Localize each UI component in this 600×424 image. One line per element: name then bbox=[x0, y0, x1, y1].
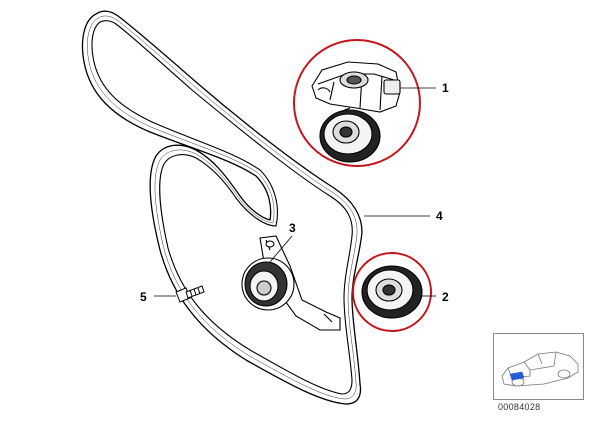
leader-lines bbox=[154, 87, 436, 297]
highlight-circle-part-2 bbox=[352, 252, 432, 332]
callout-1: 1 bbox=[442, 81, 449, 95]
idler-pulley-bracket bbox=[241, 235, 341, 331]
vehicle-thumbnail bbox=[493, 333, 584, 400]
car-thumbnail-icon bbox=[501, 351, 579, 387]
callout-2: 2 bbox=[442, 290, 449, 304]
callout-4: 4 bbox=[436, 209, 443, 223]
belt-tensioner bbox=[311, 61, 401, 163]
catalog-id: 00084028 bbox=[498, 402, 541, 412]
callout-3: 3 bbox=[289, 221, 296, 235]
bolt bbox=[175, 285, 205, 303]
callout-5: 5 bbox=[140, 290, 147, 304]
highlight-circle-part-1 bbox=[293, 39, 421, 167]
drive-belt bbox=[81, 10, 363, 405]
deflection-pulley bbox=[361, 265, 423, 319]
